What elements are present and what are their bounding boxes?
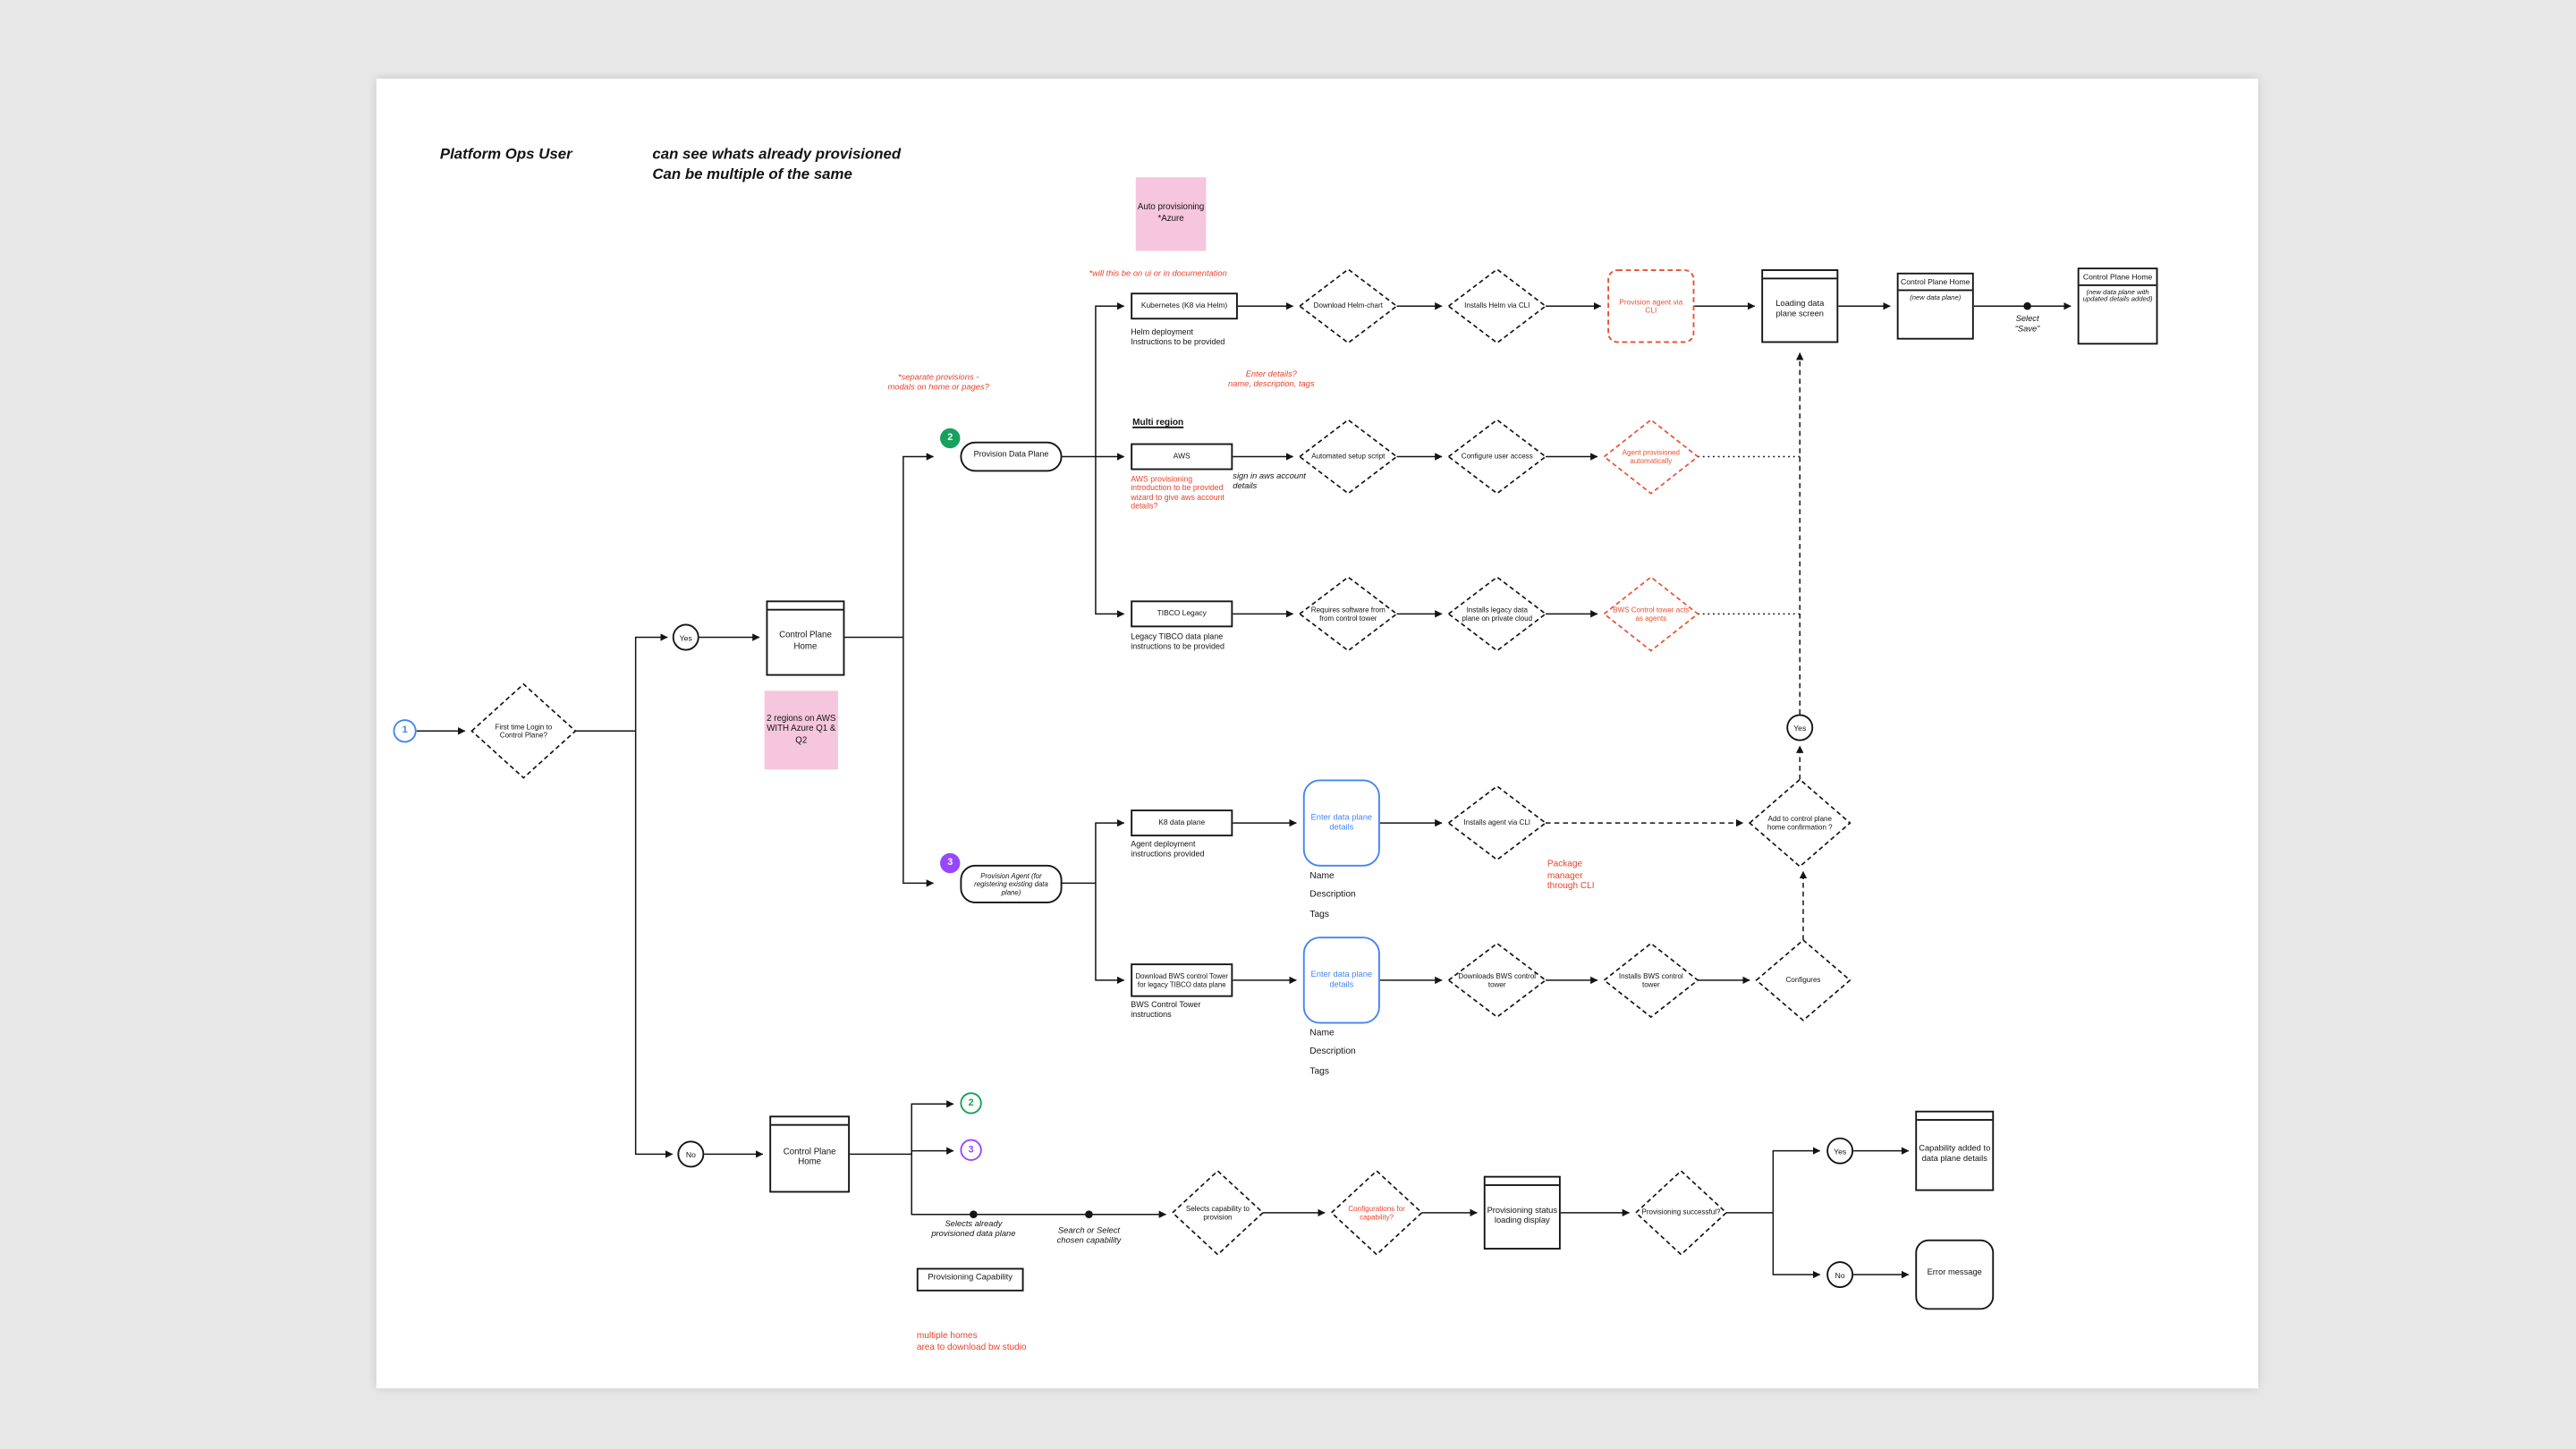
note-separate-provisions: *separate provisions - modals on home or… [887, 373, 989, 394]
diamond-installs-bws [1603, 942, 1699, 1019]
note-name-description-tags-1: Name Description Tags [1309, 871, 1356, 919]
note-tibco-instructions: Legacy TIBCO data plane instructions to … [1131, 633, 1224, 652]
yes-circle-capability: Yes [1826, 1137, 1854, 1165]
yes-circle-mid: Yes [1786, 714, 1814, 741]
decision-diamonds [470, 268, 1852, 1256]
path-dots [970, 301, 2031, 1219]
diamond-provisioning-successful [1634, 1169, 1728, 1256]
note-search-or-select: Search or Select chosen capability [1056, 1225, 1122, 1247]
diamond-downloads-bws [1447, 942, 1547, 1019]
diamond-installs-legacy [1447, 576, 1547, 652]
note-ui-or-documentation: *will this be on ui or in documentation [1089, 269, 1227, 280]
node-loading-screen: Loading data plane screen [1761, 269, 1839, 343]
diamond-agent-provisioned [1603, 419, 1699, 495]
note-helm-instructions: Helm deployment Instructions to be provi… [1131, 329, 1225, 348]
step-circle-1: 1 [393, 719, 417, 743]
diamond-first-time-login [470, 682, 577, 779]
diamond-configures [1755, 938, 1852, 1021]
step-circle-2-ref: 2 [960, 1092, 982, 1114]
note-selects-provisioned: Selects already provisioned data plane [931, 1219, 1016, 1240]
search-select-dot [1085, 1210, 1093, 1219]
node-aws: AWS [1131, 443, 1233, 470]
node-title: Control Plane Home [1898, 275, 1972, 292]
save-step-dot [2023, 301, 2031, 310]
page-subtitle: can see whats already provisioned Can be… [652, 145, 902, 182]
diamond-configure-access [1447, 419, 1547, 495]
node-enter-details-2: Enter data plane details [1302, 936, 1380, 1024]
dashed-connectors [1546, 352, 1808, 941]
step-circle-2: 2 [940, 428, 961, 449]
note-select-save: Select “Save” [2014, 314, 2040, 335]
diamond-download-helm [1298, 268, 1398, 344]
no-circle-capability: No [1826, 1261, 1854, 1288]
dotted-connectors [1698, 455, 1801, 615]
node-enter-details-1: Enter data plane details [1302, 779, 1380, 867]
node-control-plane-home-yes: Control Plane Home [766, 600, 845, 676]
diamond-automated-setup [1298, 419, 1398, 495]
step-circle-3: 3 [940, 852, 961, 874]
node-title: Control Plane Home [2079, 269, 2157, 286]
note-name-description-tags-2: Name Description Tags [1309, 1029, 1356, 1077]
note-aws-intro: AWS provisioning introduction to be prov… [1131, 475, 1224, 511]
note-multiple-homes: multiple homes area to download bw studi… [916, 1331, 1027, 1353]
no-circle-bottom: No [677, 1140, 705, 1168]
node-provisioning-status: Provisioning status loading display [1483, 1175, 1561, 1250]
diamond-installs-helm [1447, 268, 1547, 344]
note-package-manager: Package manager through CLI [1546, 860, 1595, 893]
diamond-requires-software [1298, 576, 1398, 652]
node-provisioning-capability: Provisioning Capability [916, 1267, 1024, 1292]
note-enter-details: Enter details? name, description, tags [1227, 369, 1315, 390]
yes-circle-top: Yes [672, 623, 699, 651]
node-provision-agent-cli: Provision agent via CLI [1607, 269, 1695, 343]
page-title: Platform Ops User [439, 145, 572, 163]
selects-provisioned-dot [970, 1210, 978, 1219]
node-error-message: Error message [1915, 1239, 1995, 1310]
sticky-auto-provisioning-azure: Auto provisioning *Azure [1135, 177, 1207, 251]
diamond-config-capability [1330, 1169, 1423, 1256]
diamond-selects-capability [1171, 1169, 1265, 1256]
step-circle-3-ref: 3 [960, 1139, 982, 1161]
node-control-plane-home-new: Control Plane Home (new data plane) [1896, 272, 1974, 340]
note-bws-instructions: BWS Control Tower instructions [1131, 1002, 1201, 1021]
diamond-bws-tower-agents [1603, 576, 1699, 652]
node-subtitle: (new data plane) [1910, 292, 1962, 301]
node-tibco-legacy: TIBCO Legacy [1131, 600, 1233, 628]
node-capability-added: Capability added to data plane details [1915, 1110, 1995, 1191]
node-download-bws: Download BWS control Tower for legacy TI… [1131, 963, 1233, 997]
diamond-add-confirmation [1748, 778, 1852, 868]
note-agent-instructions: Agent deployment instructions provided [1131, 841, 1205, 860]
note-sign-in-aws: sign in aws account details [1233, 471, 1306, 492]
node-control-plane-home-updated: Control Plane Home (new data plane with … [2077, 267, 2158, 345]
solid-connectors [416, 302, 2072, 1279]
label-multi-region: Multi region [1132, 418, 1184, 428]
sticky-regions: 2 regions on AWS WITH Azure Q1 & Q2 [764, 691, 838, 770]
node-subtitle: (new data plane with updated details add… [2082, 286, 2153, 304]
node-k8-data-plane: K8 data plane [1131, 809, 1233, 837]
diamond-installs-agent [1447, 784, 1547, 861]
node-control-plane-home-no: Control Plane Home [769, 1115, 851, 1193]
node-kubernetes: Kubernetes (K8 via Helm) [1131, 292, 1238, 320]
node-provision-data-plane: Provision Data Plane [960, 441, 1063, 472]
node-provision-agent: Provision Agent (for registering existin… [960, 864, 1063, 903]
